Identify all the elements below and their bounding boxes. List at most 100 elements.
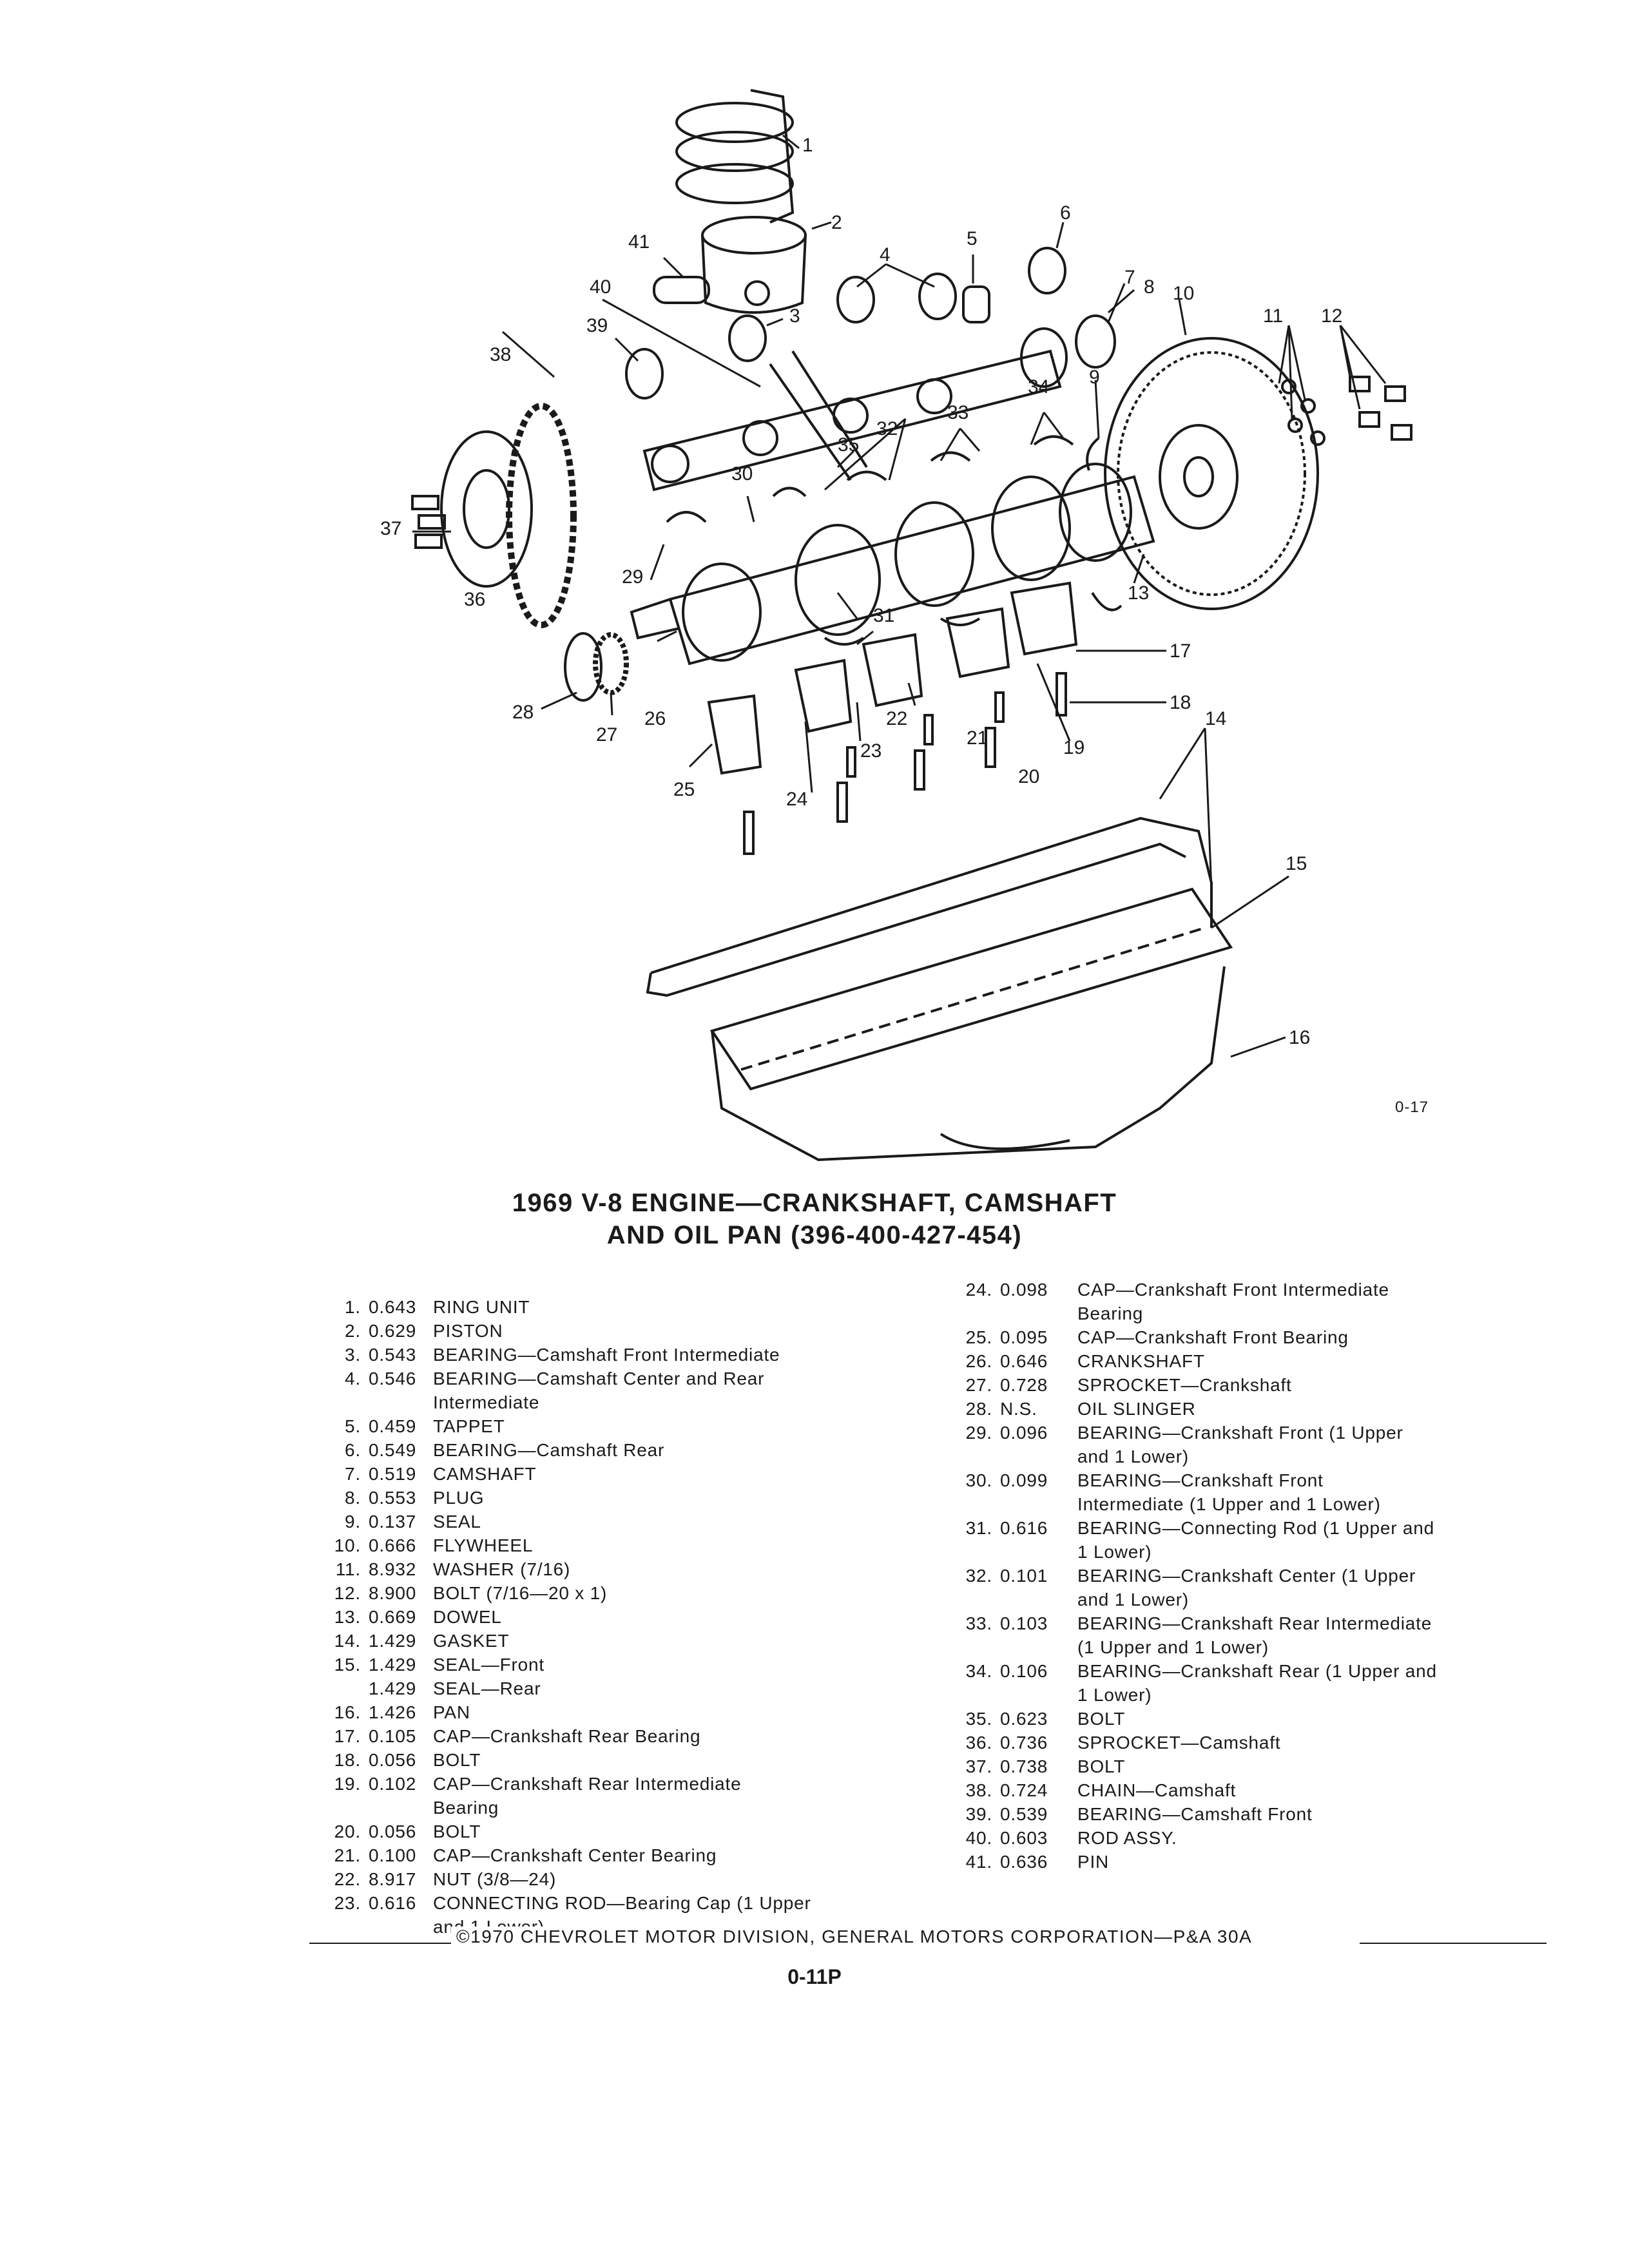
part-num: 1. (345, 1297, 361, 1317)
footer-rule-left (309, 1943, 477, 1944)
part-num: 36. (965, 1733, 992, 1753)
part-name: and 1 Lower) (1077, 1590, 1190, 1610)
part-name: Intermediate (1 Upper and 1 Lower) (1077, 1494, 1381, 1514)
callout-5: 5 (967, 228, 978, 249)
part-num: 17. (334, 1726, 361, 1746)
callout-36: 36 (464, 589, 485, 610)
part-code: 0.629 (369, 1321, 417, 1341)
part-code: 0.137 (369, 1512, 417, 1532)
part-code: 0.101 (1000, 1566, 1048, 1586)
part-code (369, 1915, 433, 1939)
part-num (316, 1915, 369, 1939)
part-code: 0.728 (1000, 1375, 1048, 1395)
part-num: 35. (965, 1709, 992, 1729)
part-code: 0.519 (369, 1464, 417, 1484)
part-num: 19. (334, 1774, 361, 1794)
part-num: 24. (965, 1280, 992, 1300)
part-name: CAP—Crankshaft Center Bearing (433, 1845, 717, 1865)
part-code (1000, 1540, 1077, 1564)
part-code: 0.095 (1000, 1327, 1048, 1347)
part-name: SEAL—Front (433, 1655, 545, 1675)
part-name: BOLT (1077, 1709, 1126, 1729)
part-name: CRANKSHAFT (1077, 1351, 1205, 1371)
camshaft-bearings-drawing (625, 247, 1066, 399)
part-code: N.S. (1000, 1399, 1037, 1419)
part-num: 7. (345, 1464, 361, 1484)
part-num (947, 1492, 1000, 1516)
part-name: CAMSHAFT (433, 1464, 537, 1484)
callout-39: 39 (586, 315, 608, 336)
callout-35: 35 (838, 434, 859, 456)
part-num (947, 1683, 1000, 1707)
part-code (1000, 1445, 1077, 1468)
piston-pin-drawing (653, 276, 710, 304)
part-code: 0.724 (1000, 1780, 1048, 1800)
part-num: 18. (334, 1750, 361, 1770)
part-name: BEARING—Crankshaft Rear (1 Upper and (1077, 1661, 1437, 1681)
part-num: 32. (965, 1566, 992, 1586)
part-code: 0.616 (369, 1893, 417, 1913)
callout-2: 2 (831, 212, 842, 233)
part-name: Bearing (1077, 1303, 1144, 1323)
part-code (369, 1796, 433, 1820)
part-code: 0.539 (1000, 1804, 1048, 1824)
part-item: Bearing (947, 1302, 1540, 1325)
part-code: 0.106 (1000, 1661, 1048, 1681)
part-num: 41. (965, 1852, 992, 1872)
part-name: BEARING—Camshaft Rear (433, 1440, 665, 1460)
seal-lower-drawing (1091, 591, 1123, 611)
part-item: 1 Lower) (947, 1683, 1540, 1707)
part-code (1000, 1683, 1077, 1707)
page-title-line2: AND OIL PAN (396-400-427-454) (606, 1221, 1023, 1249)
part-code: 1.426 (369, 1702, 417, 1722)
part-name: BEARING—Connecting Rod (1 Upper and (1077, 1518, 1435, 1538)
part-num: 34. (965, 1661, 992, 1681)
copyright-footer: ©1970 CHEVROLET MOTOR DIVISION, GENERAL … (451, 1927, 1258, 1947)
part-name: PAN (433, 1702, 470, 1722)
part-name: DOWEL (433, 1607, 502, 1627)
callout-18a: 18 (1170, 692, 1191, 713)
callout-28: 28 (512, 702, 534, 723)
part-name: PIN (1077, 1852, 1110, 1872)
part-name: BOLT (7/16—20 x 1) (433, 1583, 608, 1603)
oil-pan-drawing (709, 887, 1233, 1162)
part-num: 39. (965, 1804, 992, 1824)
callout-1: 1 (802, 135, 813, 156)
part-name: RING UNIT (433, 1297, 530, 1317)
part-code (1000, 1588, 1077, 1611)
part-code: 8.932 (369, 1559, 417, 1579)
callout-6: 6 (1060, 202, 1071, 224)
part-code: 0.098 (1000, 1280, 1048, 1300)
part-name: BOLT (433, 1750, 481, 1770)
callout-41: 41 (628, 231, 650, 253)
part-num: 16. (334, 1702, 361, 1722)
part-num: 38. (965, 1780, 992, 1800)
sprocket-bolts-drawing (411, 495, 446, 549)
part-name: BEARING—Crankshaft Center (1 Upper (1077, 1566, 1416, 1586)
part-name: BEARING—Camshaft Front (1077, 1804, 1313, 1824)
part-code: 0.738 (1000, 1756, 1048, 1776)
part-num: 29. (965, 1423, 992, 1443)
callout-24: 24 (786, 789, 807, 810)
callout-37: 37 (380, 518, 401, 539)
part-code: 0.553 (369, 1488, 417, 1508)
part-item: Intermediate (316, 1390, 934, 1414)
flywheel-bolts-drawing (1281, 376, 1412, 446)
part-num: 28. (965, 1399, 992, 1419)
part-item: Bearing (316, 1796, 934, 1820)
part-code: 0.666 (369, 1535, 417, 1555)
